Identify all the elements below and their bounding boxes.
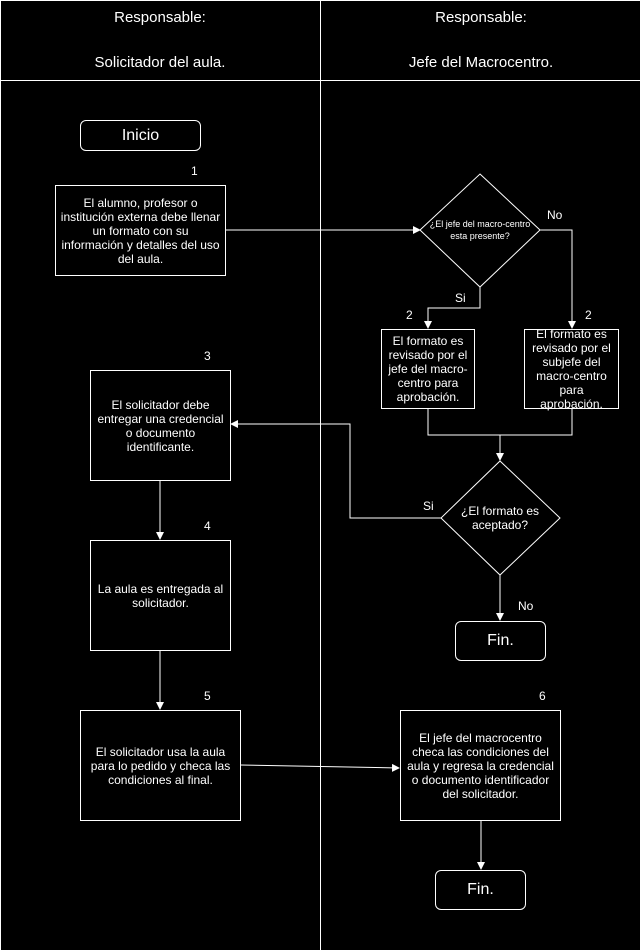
step3-box: El solicitador debe entregar una credenc… — [90, 370, 231, 481]
step5-box: El solicitador usa la aula para lo pedid… — [80, 710, 241, 821]
edge-label-no: No — [518, 599, 534, 613]
step-number: 2 — [585, 308, 592, 322]
step-number: 4 — [204, 519, 211, 533]
lane-subtitle: Solicitador del aula. — [94, 54, 226, 71]
step4-box: La aula es entregada al solicitador. — [90, 540, 231, 651]
review-jefe-box: El formato es revisado por el jefe del m… — [381, 329, 475, 409]
lane-subtitle: Jefe del Macrocentro. — [408, 54, 554, 71]
step-number: 5 — [204, 689, 211, 703]
step1-box: El alumno, profesor o institución extern… — [55, 185, 226, 276]
edge-decision-si — [424, 287, 481, 329]
lane-header-jefe: Responsable: Jefe del Macrocentro. — [321, 0, 641, 80]
end-node-1: Fin. — [455, 621, 546, 661]
lane-title: Responsable: — [114, 9, 206, 26]
edge-label-si: Si — [423, 499, 434, 513]
edge-step5-step6 — [239, 763, 400, 772]
edge-label-si: Si — [455, 291, 466, 305]
step-number: 1 — [191, 164, 198, 178]
step6-box: El jefe del macrocentro checa las condic… — [400, 710, 561, 821]
edge-decision-no — [540, 229, 576, 329]
lane-header-solicitador: Responsable: Solicitador del aula. — [0, 0, 320, 80]
decision-jefe-text: ¿El jefe del macro-centro esta presente? — [429, 219, 531, 241]
end-node-2: Fin. — [435, 870, 526, 910]
step-number: 6 — [539, 689, 546, 703]
decision-formato-text: ¿El formato es aceptado? — [460, 504, 540, 532]
edge-formato-si — [230, 420, 441, 519]
start-node: Inicio — [80, 120, 201, 151]
review-subjefe-box: El formato es revisado por el subjefe de… — [524, 327, 619, 411]
lane-title: Responsable: — [435, 9, 527, 26]
step-number: 2 — [406, 308, 413, 322]
step-number: 3 — [204, 349, 211, 363]
edge-merge-reviews — [427, 408, 573, 436]
edge-label-no: No — [547, 208, 563, 222]
